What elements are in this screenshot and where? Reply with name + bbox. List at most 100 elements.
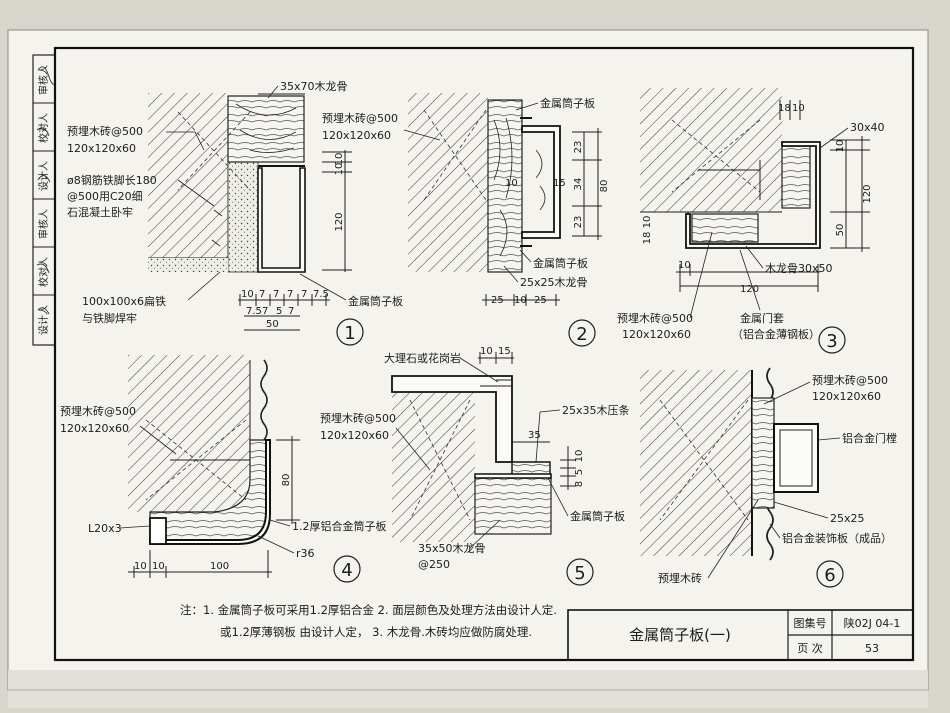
d2-dim-h10: 10: [514, 295, 527, 306]
detail-2: 金属筒子板 预埋木砖@500 120x120x60 金属筒子板 25x25木龙骨…: [322, 93, 610, 347]
detail-4: 预埋木砖@500 120x120x60 L20x3 1.2厚铝合金筒子板 r36…: [60, 355, 387, 583]
d4-panel-label: 1.2厚铝合金筒子板: [292, 519, 387, 533]
d4-brick-label-a: 预埋木砖@500: [60, 404, 136, 418]
paper-bottom-strip: [8, 670, 928, 708]
d6-brick-bottom-label: 预埋木砖: [658, 571, 702, 585]
d6-frame-label: 铝合金门樘: [842, 431, 897, 445]
d5-stone: [391, 375, 513, 463]
title-block: 金属筒子板(一) 图集号 陕02J 04-1 页 次 53: [567, 609, 914, 661]
d3-casing-label-b: （铝合金薄钢板）: [732, 327, 820, 341]
d3-brick-label-b: 120x120x60: [622, 328, 691, 341]
d2-number: 2: [576, 324, 587, 345]
page-value: 53: [865, 642, 879, 655]
d1-steel-label-a: ø8钢筋铁脚长180: [67, 173, 157, 187]
d6-25-label: 25x25: [830, 512, 865, 525]
title-text: 金属筒子板(一): [629, 626, 731, 644]
d5-stone-label: 大理石或花岗岩: [384, 351, 461, 365]
d5-dim-35: 35: [528, 430, 541, 441]
d2-dim-v34: 34: [573, 178, 584, 191]
d5-dim-t10: 10: [480, 346, 493, 357]
d3-dim-h10: 10: [678, 260, 691, 271]
d6-door-frame: [773, 423, 819, 493]
d1-dim-h5: 7: [301, 289, 307, 300]
d1-dim-v2: 10: [334, 163, 345, 176]
d4-number: 4: [341, 560, 352, 581]
detail-6: 预埋木砖@500 120x120x60 铝合金门樘 25x25 铝合金装饰板（成…: [640, 367, 897, 588]
d5-dim-t15: 15: [498, 346, 511, 357]
d1-dim-b4: 7: [288, 306, 294, 317]
d5-keel-label-a: 35x50木龙骨: [418, 542, 486, 555]
d3-dim-l18: 18: [642, 232, 653, 245]
d1-dim-h4: 7: [287, 289, 293, 300]
d3-casing-label-a: 金属门套: [740, 311, 784, 325]
d6-number: 6: [824, 565, 835, 586]
d2-dim-h25b: 25: [534, 295, 547, 306]
d1-flat-label-a: 100x100x6扁铁: [82, 295, 166, 308]
detail-5: 大理石或花岗岩 10 15 预埋木砖@500 120x120x60 25x35木…: [320, 346, 630, 586]
d4-angle: [149, 517, 167, 545]
signature-scribbles: [36, 66, 55, 315]
d5-keel-label-b: @250: [418, 558, 450, 571]
d3-dim-h120: 120: [740, 284, 759, 295]
page-label: 页 次: [797, 641, 823, 655]
d1-dim-b2: 7: [262, 306, 268, 317]
d4-angle-label: L20x3: [88, 522, 122, 535]
d1-dim-v1: 10: [334, 153, 345, 166]
d3-dim-t10: 10: [792, 103, 805, 114]
d6-deco-label: 铝合金装饰板（成品）: [782, 531, 892, 545]
side-label-0: 审核人: [37, 65, 50, 95]
d3-top-label: 30x40: [850, 121, 885, 134]
d5-panel-label: 金属筒子板: [570, 509, 625, 523]
d1-keel-label: 35x70木龙骨: [280, 80, 348, 93]
d1-panel-label: 金属筒子板: [348, 294, 403, 308]
d1-dim-h6: 7.5: [313, 289, 329, 300]
d2-dim-v80: 80: [599, 180, 610, 193]
side-label-5: 设计人: [37, 305, 50, 335]
side-label-2: 设计人: [37, 161, 50, 191]
drawing-frame: [53, 46, 915, 662]
d3-dim-v50: 50: [835, 224, 846, 237]
d1-number: 1: [344, 323, 355, 344]
d3-dim-v10: 10: [835, 140, 846, 153]
d2-dim-v23b: 23: [573, 216, 584, 229]
d2-dim-10: 10: [505, 178, 518, 189]
d3-number: 3: [826, 331, 837, 352]
d5-strip-label: 25x35木压条: [562, 403, 630, 417]
d1-dim-b3: 5: [276, 306, 282, 317]
d1-dim-v3: 120: [334, 212, 345, 231]
d4-brick-label-b: 120x120x60: [60, 422, 129, 435]
d4-dim-v80: 80: [281, 474, 292, 487]
atlas-label: 图集号: [794, 616, 827, 630]
d5-dim-v10: 10: [574, 450, 585, 463]
d1-flat-label-b: 与铁脚焊牢: [82, 311, 137, 325]
note-line-1: 注：1. 金属筒子板可采用1.2厚铝合金 2. 面层颜色及处理方法由设计人定.: [180, 603, 557, 617]
d1-steel-label-b: @500用C20细: [67, 190, 143, 203]
atlas-value: 陕02J 04-1: [844, 616, 901, 630]
d4-dim-h100: 100: [210, 561, 229, 572]
detail-3: 30x40 18 10 10 50 120 10 18 木龙骨30x50 10 …: [617, 88, 885, 354]
d5-dim-v5: 5: [574, 469, 585, 475]
d1-steel-label-c: 石混凝土卧牢: [67, 205, 133, 219]
d3-dim-v120: 120: [862, 184, 873, 203]
d2-dim-v23a: 23: [573, 141, 584, 154]
d2-brick-label-a: 预埋木砖@500: [322, 111, 398, 125]
d4-dim-h10b: 10: [152, 561, 165, 572]
d2-brick-label-b: 120x120x60: [322, 129, 391, 142]
d2-dim-15: 15: [553, 178, 566, 189]
detail-1: 35x70木龙骨 预埋木砖@500 120x120x60 ø8钢筋铁脚长180 …: [67, 80, 403, 346]
d1-dim-h1: 10: [241, 289, 254, 300]
d5-brick-label-b: 120x120x60: [320, 429, 389, 442]
d6-brick-label-b: 120x120x60: [812, 390, 881, 403]
d6-brick-label-a: 预埋木砖@500: [812, 373, 888, 387]
d2-panel-bot-label: 金属筒子板: [533, 256, 588, 270]
side-signature-column: 审核人 校对人 设计人 审核人 校对人 设计人: [32, 54, 56, 346]
d3-brick-label-a: 预埋木砖@500: [617, 311, 693, 325]
d2-panel-top-label: 金属筒子板: [540, 96, 595, 110]
d2-keel-label: 25x25木龙骨: [520, 276, 588, 289]
d5-number: 5: [574, 563, 585, 584]
d1-dim-b1: 7.5: [246, 306, 262, 317]
d4-dim-h10a: 10: [134, 561, 147, 572]
d2-dim-h25a: 25: [491, 295, 504, 306]
d4-radius-label: r36: [296, 547, 315, 560]
